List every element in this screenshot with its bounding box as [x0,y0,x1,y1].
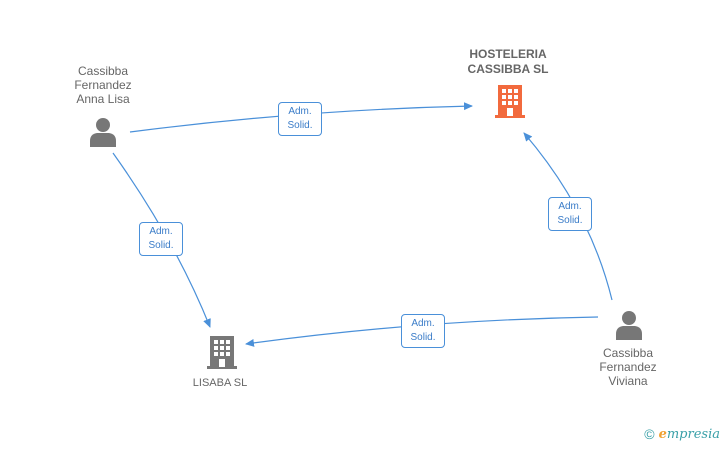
company-label-hosteleria: HOSTELERIA CASSIBBA SL [467,47,549,76]
edge-label-viviana-lisaba[interactable]: Adm. Solid. [401,314,445,348]
person-icon[interactable] [88,117,118,147]
edge-label-anna-lisaba[interactable]: Adm. Solid. [139,222,183,256]
edge-label-anna-hosteleria[interactable]: Adm. Solid. [278,102,322,136]
building-icon[interactable] [494,83,526,119]
edge-label-viviana-hosteleria[interactable]: Adm. Solid. [548,197,592,231]
building-icon[interactable] [206,334,238,370]
company-label-lisaba: LISABA SL [192,377,248,389]
footer-brand[interactable]: © empresia [644,426,720,442]
person-icon[interactable] [614,310,644,340]
copyright-symbol: © [644,426,655,442]
person-label-anna-lisa: Cassibba Fernandez Anna Lisa [74,64,132,106]
brand-logo[interactable]: empresia [658,426,720,442]
person-label-viviana: Cassibba Fernandez Viviana [599,346,657,388]
